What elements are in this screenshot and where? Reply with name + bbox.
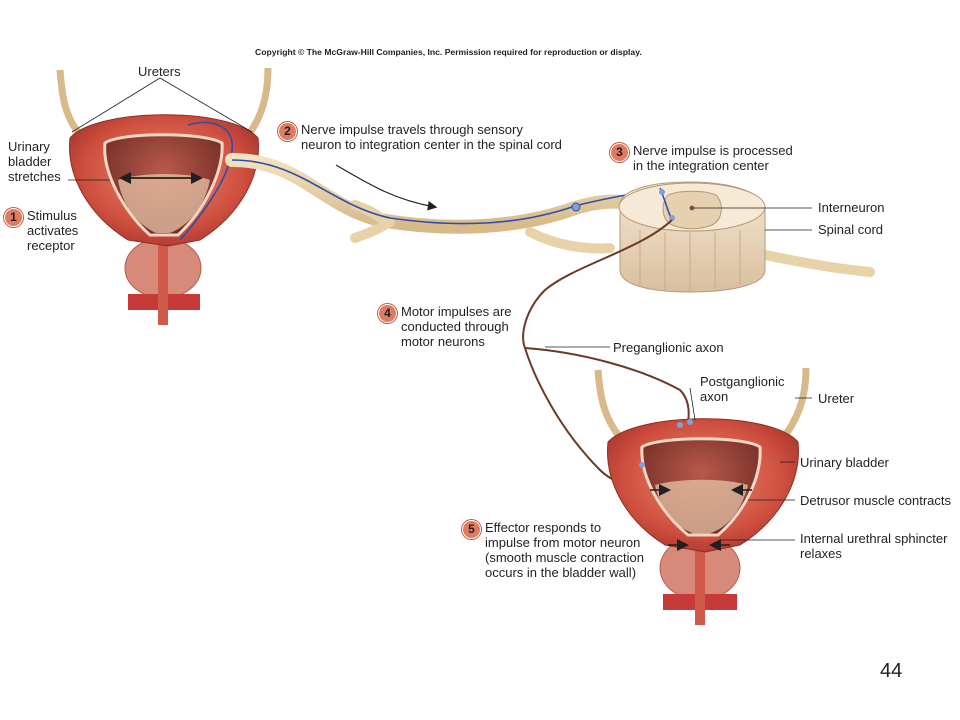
step-1-text: Stimulus activates receptor [27,208,79,253]
spinal-cord [618,181,875,293]
step-5-text: Effector responds to impulse from motor … [485,520,644,580]
label-ureter: Ureter [818,391,855,406]
right-leader-lines [545,207,812,541]
step-4: 4 Motor impulses are conducted through m… [378,304,512,349]
step-5: 5 Effector responds to impulse from moto… [462,520,644,580]
step-4-text: Motor impulses are conducted through mot… [401,304,512,349]
label-internal-urethral-sphincter: Internal urethral sphincter relaxes [800,531,948,561]
step-5-badge: 5 [462,520,481,539]
label-spinal-cord: Spinal cord [818,222,884,237]
step-2: 2 Nerve impulse travels through sensory … [278,122,562,152]
copyright-notice: Copyright © The McGraw-Hill Companies, I… [255,47,642,57]
page-number: 44 [880,660,903,682]
step-3-badge: 3 [610,143,629,162]
step-1-badge: 1 [4,208,23,227]
label-urinary-bladder: Urinary bladder [800,455,889,470]
step-3-text: Nerve impulse is processed in the integr… [633,143,793,173]
label-detrusor-muscle-contracts: Detrusor muscle contracts [800,493,951,508]
left-ureter-tube [56,69,83,138]
step-4-badge: 4 [378,304,397,323]
sensory-nerve [225,153,661,254]
left-leader-lines [68,77,253,181]
step-2-badge: 2 [278,122,297,141]
label-interneuron: Interneuron [818,200,885,215]
right-ureter-tube [243,67,272,141]
step-2-text: Nerve impulse travels through sensory ne… [301,122,562,152]
label-urinary-bladder-stretches: Urinary bladder stretches [8,139,61,184]
motor-nerve [522,219,690,491]
step-1: 1 Stimulus activates receptor [4,208,78,253]
right-bladder [594,367,810,625]
step-3: 3 Nerve impulse is processed in the inte… [610,143,793,173]
label-postganglionic-axon: Postganglionic axon [700,374,785,404]
left-bladder [56,67,272,325]
label-ureters: Ureters [138,64,181,79]
label-preganglionic-axon: Preganglionic axon [613,340,724,355]
